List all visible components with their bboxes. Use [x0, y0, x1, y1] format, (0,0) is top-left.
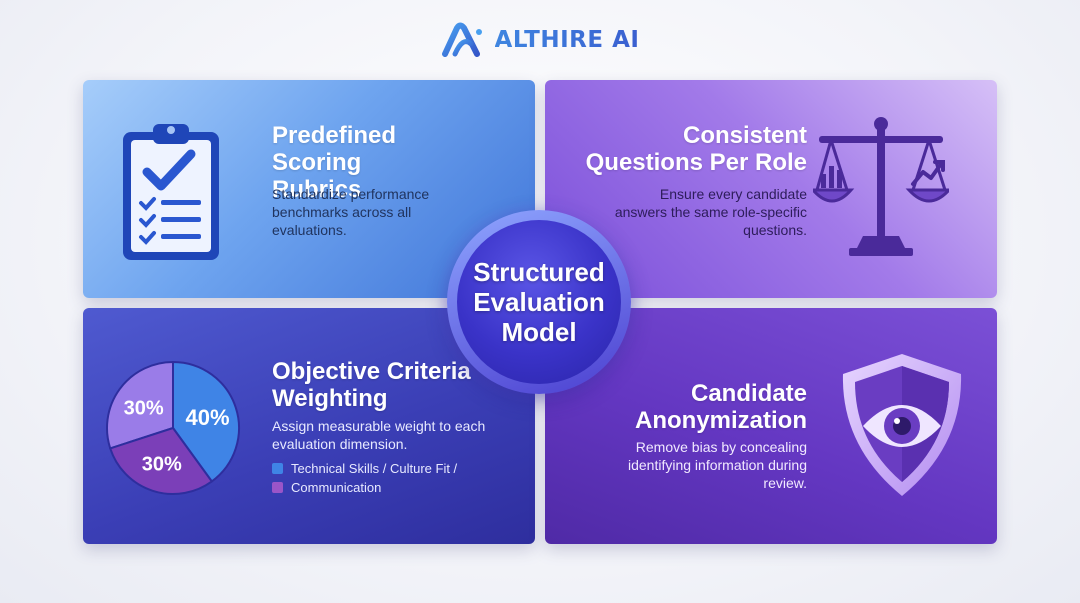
center-hub: Structured Evaluation Model [457, 220, 621, 384]
legend-label: Communication [291, 480, 382, 495]
legend-item: Technical Skills / Culture Fit / [272, 459, 457, 478]
weighting-description: Assign measurable weight to each evaluat… [272, 418, 486, 452]
clipboard-checklist-icon [123, 124, 219, 260]
pie-slice-label: 30% [142, 454, 182, 476]
center-label: Structured Evaluation Model [473, 257, 605, 347]
rubrics-title: Predefined Scoring Rubrics [272, 122, 397, 203]
brand-name: ALTHIRE AI [494, 27, 640, 53]
althire-logo-icon [441, 22, 482, 57]
pie-chart-icon: 30% 40% 30% [106, 360, 240, 495]
pie-slice-label: 40% [185, 405, 229, 430]
balance-scale-icon [813, 117, 949, 256]
questions-title: Consistent Questions Per Role [585, 122, 807, 176]
pie-slice [108, 426, 214, 495]
pie-slice-label: 30% [124, 398, 164, 420]
legend-swatch-blue [272, 463, 283, 474]
rubrics-description: Standardize performance benchmarks acros… [272, 186, 430, 238]
anonymization-description: Remove bias by concealing identifying in… [628, 439, 807, 491]
legend-item: Communication [272, 478, 457, 497]
weighting-title: Objective Criteria Weighting [272, 358, 471, 412]
card-scoring-rubrics: Predefined Scoring Rubrics Standardize p… [83, 80, 535, 298]
questions-description: Ensure every candidate answers the same … [614, 186, 807, 238]
legend-swatch-purple [272, 482, 283, 493]
legend-label: Technical Skills / Culture Fit / [291, 461, 458, 476]
pie-slice [106, 360, 174, 450]
weighting-legend: Technical Skills / Culture Fit / Communi… [272, 459, 457, 497]
anonymization-title: Candidate Anonymization [635, 380, 807, 434]
pie-slice [172, 360, 240, 483]
shield-eye-icon [842, 354, 962, 496]
brand-header: ALTHIRE AI [0, 20, 1080, 60]
